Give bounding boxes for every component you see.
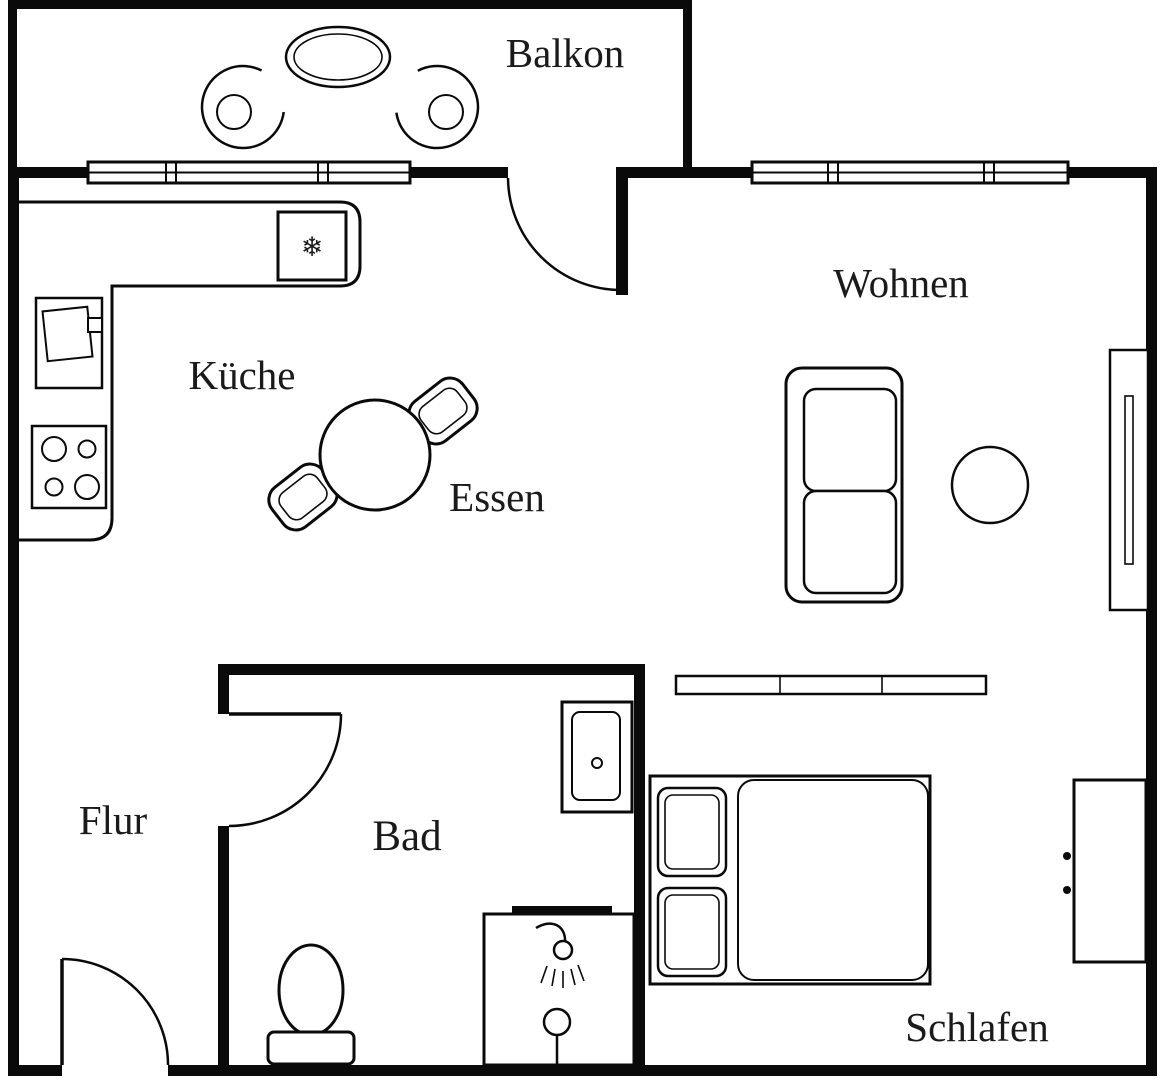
wall-top-segment <box>8 167 90 178</box>
shower-valve <box>542 1007 572 1037</box>
window-top-right <box>750 160 1070 185</box>
wall-stub-balcony-door <box>616 167 628 295</box>
room-label-schlafen: Schlafen <box>905 1004 1048 1050</box>
wardrobe-handle <box>1063 852 1071 860</box>
wall-bottom-segment <box>168 1065 1157 1076</box>
washbasin <box>560 700 634 814</box>
pillow-inner <box>664 894 720 970</box>
entrance-door-swing-arc <box>61 957 170 1066</box>
bathroom-wall-top <box>218 664 645 675</box>
bathroom-wall-left-upper <box>218 664 229 714</box>
dining-chair-inner <box>278 473 328 521</box>
wall-right <box>1146 167 1157 1076</box>
bathroom-wall-left-lower <box>218 826 229 1065</box>
wall-bottom-segment <box>8 1065 62 1076</box>
sofa-cushion <box>802 489 898 595</box>
window-top-left <box>86 160 412 185</box>
stove-burner <box>44 477 64 497</box>
fridge-snowflake-icon: ❄ <box>301 232 324 263</box>
mattress <box>737 779 929 981</box>
bed <box>648 774 932 986</box>
stove-burner <box>77 439 97 459</box>
side-table <box>950 445 1030 525</box>
wall-top-segment <box>410 167 508 178</box>
kitchen-counter <box>19 200 362 542</box>
balcony-table <box>284 25 392 89</box>
wall-top-segment <box>622 167 752 178</box>
balcony-wall-top <box>8 0 692 9</box>
pillow <box>656 886 728 978</box>
wardrobe <box>1063 778 1148 964</box>
room-label-balkon: Balkon <box>506 30 624 76</box>
entrance-door <box>60 957 170 1066</box>
balcony-door-swing-arc <box>506 177 622 292</box>
balcony-door <box>506 177 622 292</box>
sofa <box>784 366 904 604</box>
dining-set <box>267 376 479 532</box>
washbasin-drain <box>591 757 603 769</box>
balcony-chair-left-cushion <box>216 94 252 130</box>
toilet-bowl <box>277 943 345 1037</box>
room-labels: Balkon Wohnen Küche Essen Flur Bad Schla… <box>79 30 1049 1050</box>
bedroom-furniture <box>648 774 1148 986</box>
tv-board-body <box>1108 348 1150 612</box>
balcony-chair-right-cushion <box>428 94 464 130</box>
balcony-furniture <box>200 25 480 150</box>
wardrobe-body <box>1072 778 1148 964</box>
wall-left <box>8 167 19 1076</box>
bathroom-fixtures <box>266 700 636 1067</box>
room-label-wohnen: Wohnen <box>833 260 969 306</box>
spray-line <box>570 968 576 986</box>
toilet-tank <box>266 1030 356 1066</box>
balcony-table-inner-edge <box>293 33 383 81</box>
balcony-wall-left <box>8 0 17 172</box>
balcony-wall-right <box>683 0 692 172</box>
bathroom-wall-right <box>634 664 645 1065</box>
stove-top <box>30 424 108 510</box>
walls <box>8 0 1157 1076</box>
sideboard-body <box>674 674 988 696</box>
sink-faucet <box>87 317 103 333</box>
room-label-kueche: Küche <box>188 352 295 398</box>
balcony-chair-left <box>200 64 285 150</box>
room-label-flur: Flur <box>79 797 148 843</box>
dining-chair-inner <box>418 387 468 435</box>
balcony-chair-right <box>395 64 480 150</box>
kitchen-sink <box>34 296 104 390</box>
spray-line <box>551 968 556 987</box>
room-label-bad: Bad <box>372 813 441 860</box>
shower-entry-bar <box>512 906 612 915</box>
fridge <box>276 210 348 282</box>
pillow <box>656 786 728 878</box>
shower <box>482 906 636 1067</box>
shower-spray <box>540 964 585 988</box>
sideboard <box>674 674 988 696</box>
spray-line <box>577 964 585 982</box>
tv-screen <box>1124 395 1134 565</box>
kitchen-fixtures: ❄ <box>19 200 362 542</box>
bathroom-door-swing-arc <box>228 713 343 828</box>
toilet <box>266 943 356 1066</box>
bathroom-door <box>228 712 343 828</box>
tv-board <box>1108 348 1150 612</box>
shower-head-icon <box>552 939 574 961</box>
stove <box>30 424 108 510</box>
stove-burner <box>41 436 67 462</box>
dining-table <box>318 398 432 512</box>
sofa-cushion <box>802 387 898 493</box>
stove-burner <box>74 474 100 500</box>
living-room-furniture <box>674 348 1150 696</box>
room-label-essen: Essen <box>449 474 545 520</box>
spray-line <box>540 965 548 984</box>
wall-top-segment <box>1068 167 1157 178</box>
pillow-inner <box>664 794 720 870</box>
shower-arm <box>535 922 567 943</box>
washbasin-bowl <box>571 711 621 801</box>
wardrobe-handle <box>1063 886 1071 894</box>
